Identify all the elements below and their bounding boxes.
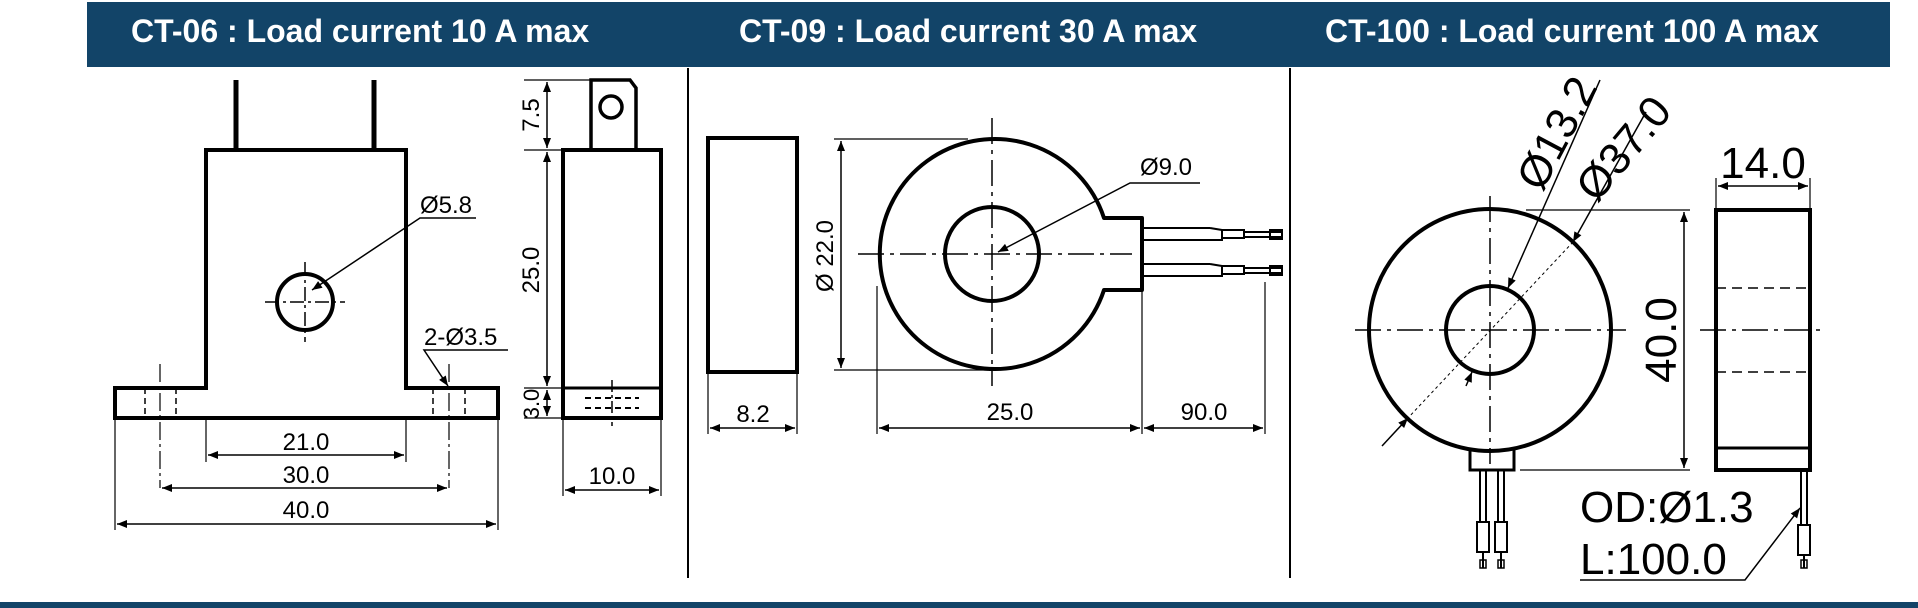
ct100-side-view [1580, 178, 1826, 581]
ct06-title: CT-06 : Load current 10 A max [131, 13, 590, 49]
ct06-pin-height-label: 7.5 [518, 98, 545, 131]
ct06-hole-spacing-label: 30.0 [283, 462, 330, 489]
ct100-lead-length-label: L:100.0 [1580, 535, 1727, 584]
ct100-front-view [1355, 79, 1690, 569]
ct100-title: CT-100 : Load current 100 A max [1325, 13, 1819, 49]
ct09-body-width-label: 25.0 [987, 399, 1034, 426]
ct06-hole-diameter-label: Ø5.8 [420, 192, 472, 219]
ct100-lead-od-label: OD:Ø1.3 [1580, 483, 1754, 532]
ct06-body-height-label: 25.0 [518, 247, 545, 294]
ct06-base-height-label: 3.0 [519, 389, 544, 420]
ct06-front-view [113, 80, 508, 530]
header-bar: CT-06 : Load current 10 A max CT-09 : Lo… [87, 2, 1890, 67]
ct06-inner-width-label: 21.0 [283, 429, 330, 456]
footer-bar [0, 602, 1918, 608]
ct06-base-width-label: 40.0 [283, 497, 330, 524]
ct100-height-label: 40.0 [1637, 297, 1686, 383]
ct06-side-view [524, 78, 663, 496]
ct09-side-view [706, 136, 799, 434]
ct06-mount-holes-label: 2-Ø3.5 [424, 324, 497, 351]
ct09-front-view [834, 118, 1283, 434]
ct09-hole-diameter-label: Ø9.0 [1140, 154, 1192, 181]
ct06-side-width-label: 10.0 [589, 463, 636, 490]
ct09-outer-diameter-label: Ø 22.0 [812, 220, 839, 292]
ct100-thickness-label: 14.0 [1720, 139, 1806, 188]
ct09-title: CT-09 : Load current 30 A max [739, 13, 1198, 49]
ct09-lead-length-label: 90.0 [1181, 399, 1228, 426]
ct09-thickness-label: 8.2 [736, 401, 769, 428]
